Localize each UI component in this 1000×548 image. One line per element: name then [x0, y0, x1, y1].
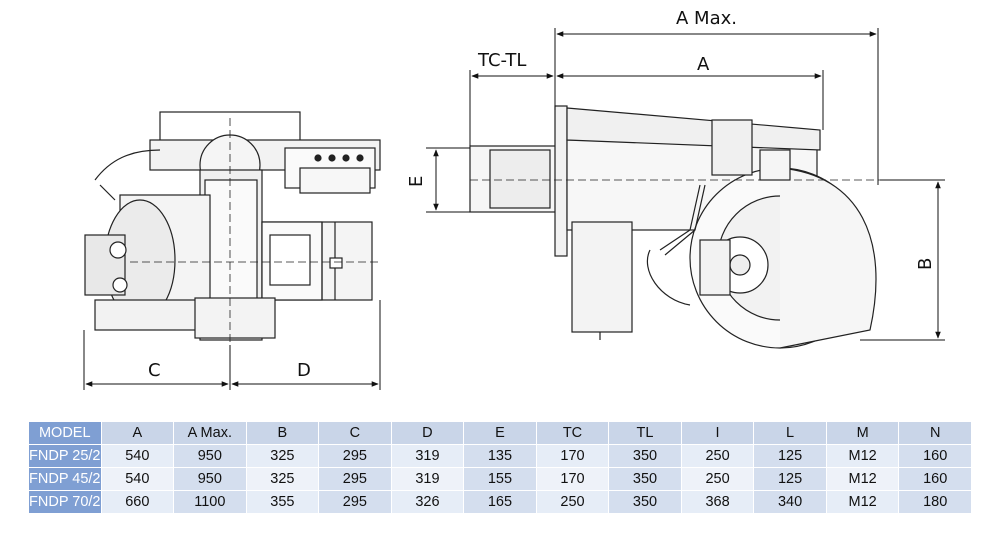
table-cell: 160	[898, 444, 972, 468]
table-cell: 325	[245, 444, 320, 468]
table-cell: M12	[825, 444, 900, 468]
dimension-lines-left	[83, 300, 381, 390]
dimensions-table: MODEL A A Max. B C D E TC TL I L M N FND…	[28, 421, 972, 514]
table-cell: 125	[753, 444, 827, 468]
table-cell: 170	[535, 467, 610, 491]
table-cell: 660	[100, 490, 175, 514]
table-cell: 319	[390, 467, 465, 491]
table-cell: 1100	[173, 490, 247, 514]
header-b: B	[245, 421, 320, 445]
table-cell: 319	[390, 444, 465, 468]
header-a-max: A Max.	[173, 421, 247, 445]
table-row: FNDP 25/2 540 950 325 295 319 135 170 35…	[28, 444, 972, 468]
table-cell: 295	[318, 467, 392, 491]
table-cell: 340	[753, 490, 827, 514]
table-cell: FNDP 70/2	[28, 490, 102, 514]
table-cell: FNDP 45/2	[28, 467, 102, 491]
table-cell: FNDP 25/2	[28, 444, 102, 468]
dim-label-a: A	[697, 54, 710, 75]
dim-label-tc-tl: TC-TL	[477, 50, 526, 71]
dim-label-c: C	[148, 360, 161, 381]
header-d: D	[390, 421, 465, 445]
table-cell: 950	[173, 467, 247, 491]
table-cell: 540	[100, 444, 175, 468]
dim-label-d: D	[297, 360, 311, 381]
table-cell: 165	[463, 490, 537, 514]
table-cell: 350	[608, 444, 682, 468]
dim-label-e: E	[406, 176, 427, 187]
header-tl: TL	[608, 421, 682, 445]
header-model: MODEL	[28, 421, 102, 445]
header-a: A	[100, 421, 175, 445]
table-row: FNDP 45/2 540 950 325 295 319 155 170 35…	[28, 467, 972, 491]
table-cell: 180	[898, 490, 972, 514]
table-cell: 250	[535, 490, 610, 514]
table-cell: 160	[898, 467, 972, 491]
table-cell: 350	[608, 490, 682, 514]
table-cell: 355	[245, 490, 320, 514]
header-c: C	[318, 421, 392, 445]
header-m: M	[825, 421, 900, 445]
burner-front-view	[84, 111, 381, 350]
table-cell: 950	[173, 444, 247, 468]
header-l: L	[753, 421, 827, 445]
burner-side-view	[469, 105, 940, 349]
technical-drawing: C D	[83, 8, 945, 390]
table-cell: 135	[463, 444, 537, 468]
table-cell: 295	[318, 490, 392, 514]
table-cell: 125	[753, 467, 827, 491]
table-cell: 350	[608, 467, 682, 491]
table-cell: 540	[100, 467, 175, 491]
table-cell: 155	[463, 467, 537, 491]
dimension-lines-right	[426, 28, 945, 341]
header-i: I	[680, 421, 755, 445]
table-cell: 325	[245, 467, 320, 491]
header-e: E	[463, 421, 537, 445]
table-cell: M12	[825, 490, 900, 514]
table-cell: 326	[390, 490, 465, 514]
table-cell: 250	[680, 444, 755, 468]
table-cell: 368	[680, 490, 755, 514]
header-tc: TC	[535, 421, 610, 445]
header-n: N	[898, 421, 972, 445]
table-row: FNDP 70/2 660 1100 355 295 326 165 250 3…	[28, 490, 972, 514]
table-cell: 170	[535, 444, 610, 468]
table-cell: 295	[318, 444, 392, 468]
dim-label-b: B	[915, 258, 936, 270]
table-cell: 250	[680, 467, 755, 491]
dim-label-a-max: A Max.	[676, 8, 737, 29]
table-cell: M12	[825, 467, 900, 491]
table-header-row: MODEL A A Max. B C D E TC TL I L M N	[28, 421, 972, 445]
